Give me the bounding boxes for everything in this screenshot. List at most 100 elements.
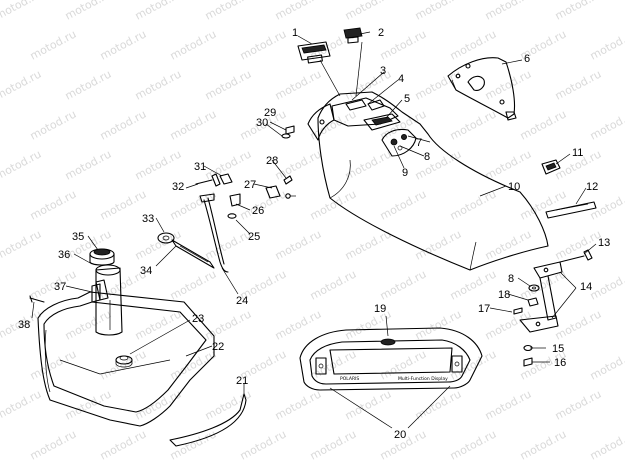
strap-12 xyxy=(545,201,597,219)
hardware-15-16 xyxy=(523,344,533,367)
watermark-text: motod.ru xyxy=(63,67,114,102)
watermark-text: motod.ru xyxy=(308,267,359,302)
callout-18: 18 xyxy=(498,289,510,301)
watermark-text: motod.ru xyxy=(308,187,359,222)
watermark-text: motod.ru xyxy=(133,147,184,182)
watermark-text: motod.ru xyxy=(378,27,429,62)
watermark-text: motod.ru xyxy=(238,427,289,462)
watermark-text: motod.ru xyxy=(28,187,79,222)
watermark-text: motod.ru xyxy=(343,0,394,23)
watermark-text: motod.ru xyxy=(588,267,625,302)
callout-5: 5 xyxy=(404,93,410,105)
watermark-text: motod.ru xyxy=(413,0,464,23)
callout-3: 3 xyxy=(380,65,386,77)
watermark-text: motod.ru xyxy=(413,307,464,342)
switch-1 xyxy=(297,41,331,64)
callout-13: 13 xyxy=(598,237,610,249)
watermark-text: motod.ru xyxy=(448,187,499,222)
callout-31: 31 xyxy=(194,161,206,173)
callout-9: 9 xyxy=(402,167,408,179)
watermark-text: motod.ru xyxy=(273,0,324,23)
watermark-text: motod.ru xyxy=(133,67,184,102)
watermark-text: motod.ru xyxy=(588,27,625,62)
watermark-text: motod.ru xyxy=(133,0,184,23)
watermark-text: motod.ru xyxy=(448,107,499,142)
watermark-text: motod.ru xyxy=(273,307,324,342)
watermark-text: motod.ru xyxy=(518,427,569,462)
callout-11: 11 xyxy=(572,147,583,159)
callout-23: 23 xyxy=(192,313,204,325)
watermark-text: motod.ru xyxy=(483,387,534,422)
watermark-text: motod.ru xyxy=(0,387,43,422)
screw-38 xyxy=(29,295,45,303)
callout-7: 7 xyxy=(416,137,422,149)
callout-26: 26 xyxy=(252,205,264,217)
watermark-text: motod.ru xyxy=(0,67,43,102)
watermark-text: motod.ru xyxy=(273,147,324,182)
watermark-text: motod.ru xyxy=(203,227,254,262)
callout-28: 28 xyxy=(266,155,278,167)
sensor-11 xyxy=(541,159,561,175)
callout-8: 8 xyxy=(508,273,514,285)
watermark-text: motod.ru xyxy=(413,147,464,182)
hardware-small xyxy=(195,125,295,219)
callout-17: 17 xyxy=(478,303,490,315)
watermark-text: motod.ru xyxy=(28,27,79,62)
callout-8: 8 xyxy=(424,151,430,163)
watermark-text: motod.ru xyxy=(0,147,43,182)
callout-2: 2 xyxy=(378,27,384,39)
watermark-text: motod.ru xyxy=(0,227,43,262)
watermark-text: motod.ru xyxy=(553,307,604,342)
watermark-text: motod.ru xyxy=(483,147,534,182)
watermark-text: motod.ru xyxy=(63,307,114,342)
watermark-text: motod.ru xyxy=(28,107,79,142)
watermark-text: motod.ru xyxy=(63,227,114,262)
watermark-text: motod.ru xyxy=(308,427,359,462)
callout-14: 14 xyxy=(580,281,592,293)
callout-10: 10 xyxy=(508,181,520,193)
watermark-text: motod.ru xyxy=(588,107,625,142)
watermark-text: motod.ru xyxy=(0,0,43,23)
watermark-text: motod.ru xyxy=(553,67,604,102)
watermark-text: motod.ru xyxy=(378,187,429,222)
callout-6: 6 xyxy=(524,53,530,65)
brand-text: POLARIS xyxy=(340,376,359,382)
watermark-text: motod.ru xyxy=(273,227,324,262)
callout-22: 22 xyxy=(212,341,224,353)
watermark-text: motod.ru xyxy=(168,107,219,142)
watermark-text: motod.ru xyxy=(623,0,625,23)
cap-2 xyxy=(343,27,363,44)
callout-20: 20 xyxy=(394,429,406,441)
watermark-text: motod.ru xyxy=(483,307,534,342)
display-text: Multi-Function Display xyxy=(398,376,448,382)
callout-1: 1 xyxy=(292,27,298,39)
watermark-text: motod.ru xyxy=(203,307,254,342)
callout-27: 27 xyxy=(244,179,256,191)
watermark-text: motod.ru xyxy=(203,67,254,102)
callout-12: 12 xyxy=(586,181,598,193)
watermark-text: motod.ru xyxy=(203,387,254,422)
watermark-text: motod.ru xyxy=(518,107,569,142)
watermark-text: motod.ru xyxy=(98,347,149,382)
callout-32: 32 xyxy=(172,181,184,193)
watermark-text: motod.ru xyxy=(98,107,149,142)
callout-37: 37 xyxy=(54,281,66,293)
callout-16: 16 xyxy=(554,357,566,369)
watermark-text: motod.ru xyxy=(63,147,114,182)
cable-24 xyxy=(199,193,229,273)
callout-34: 34 xyxy=(140,265,152,277)
watermark-text: motod.ru xyxy=(238,27,289,62)
callout-30: 30 xyxy=(256,117,268,129)
watermark-text: motod.ru xyxy=(553,387,604,422)
watermark-text: motod.ru xyxy=(203,147,254,182)
bracket-14 xyxy=(519,261,563,333)
watermark-text: motod.ru xyxy=(448,267,499,302)
strap-33-34 xyxy=(157,232,215,269)
callout-15: 15 xyxy=(552,343,564,355)
weatherstrip-21 xyxy=(169,393,247,447)
watermark-text: motod.ru xyxy=(413,67,464,102)
watermark-text: motod.ru xyxy=(378,267,429,302)
watermark-text: motod.ru xyxy=(273,67,324,102)
watermark-text: motod.ru xyxy=(203,0,254,23)
